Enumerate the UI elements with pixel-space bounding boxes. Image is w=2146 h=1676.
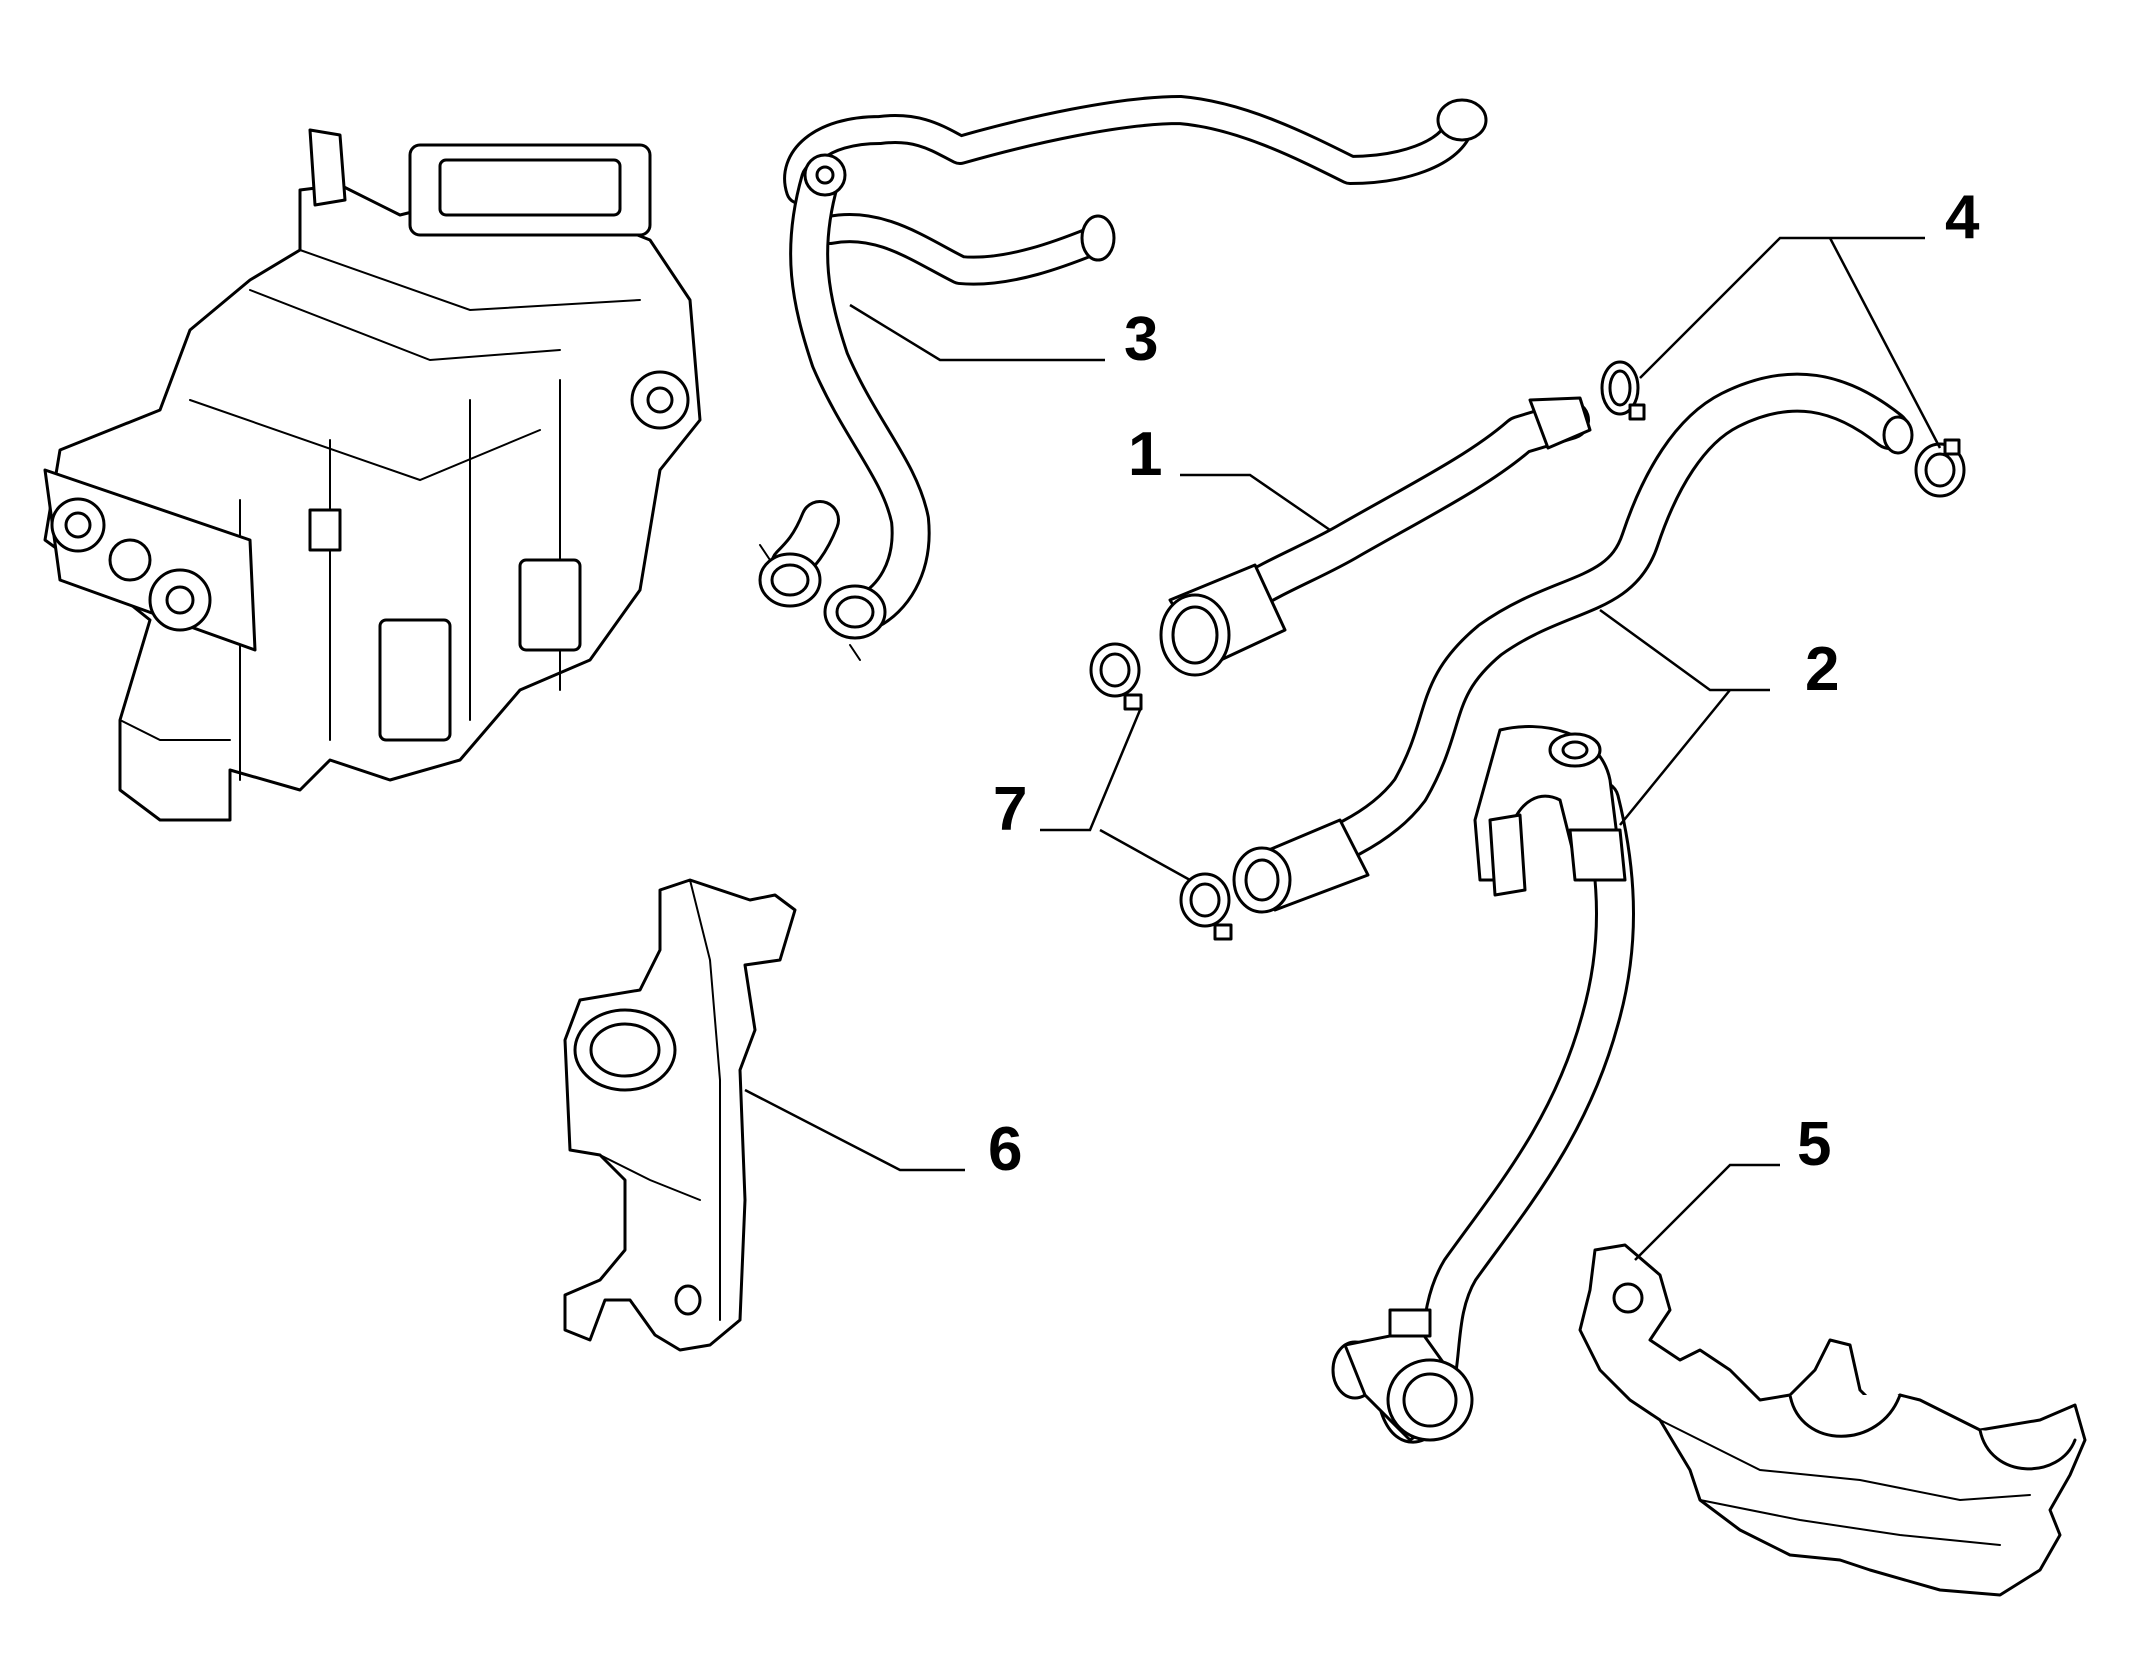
bracket-part-5: [1578, 1243, 2087, 1597]
leader-6: [744, 1088, 965, 1172]
callout-3: 3: [1124, 305, 1158, 374]
leader-2b: [1619, 689, 1731, 826]
bracket-part-6: [563, 878, 797, 1352]
clamp-part-7-upper: [1089, 642, 1143, 711]
leader-lines: [744, 236, 1942, 1261]
leader-4b: [1828, 237, 1942, 449]
hose-part-2-lower: [1331, 725, 1635, 1444]
callout-4: 4: [1945, 183, 1980, 252]
leader-7b: [1099, 828, 1191, 882]
leader-2a: [1599, 608, 1770, 692]
leader-7a: [1040, 709, 1142, 832]
leader-4a: [1639, 236, 1925, 379]
clamp-part-4-lower: [1914, 438, 1966, 498]
leader-3: [849, 303, 1105, 362]
leader-1: [1180, 473, 1331, 532]
leader-5: [1634, 1163, 1780, 1261]
hose-part-1: [1159, 396, 1592, 677]
callout-5: 5: [1797, 1110, 1831, 1179]
heater-unit-assembly: [43, 128, 702, 822]
callout-6: 6: [988, 1115, 1022, 1184]
callout-1: 1: [1128, 420, 1162, 489]
callout-2: 2: [1805, 635, 1839, 704]
clamp-part-7-lower: [1179, 872, 1233, 941]
hose-part-2-upper: [1232, 372, 1914, 914]
callout-7: 7: [993, 775, 1027, 844]
hose-part-3: [758, 95, 1488, 661]
clamp-part-4-upper: [1600, 360, 1646, 421]
